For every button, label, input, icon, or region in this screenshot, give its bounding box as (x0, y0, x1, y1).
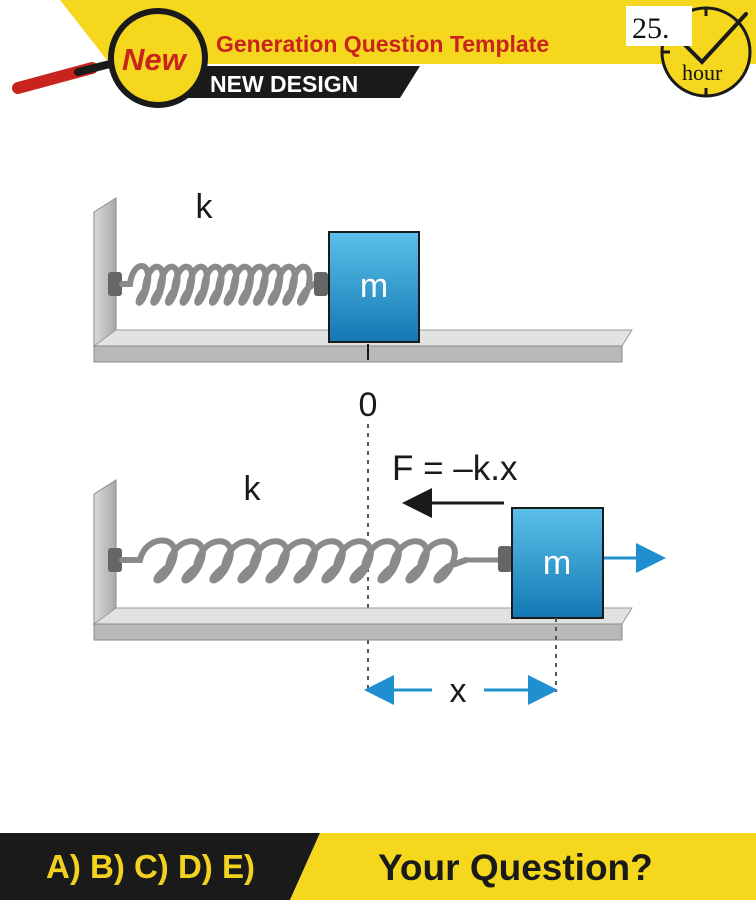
force-equation: F = –k.x (392, 449, 518, 488)
bottom-spring-system: m k (92, 470, 666, 692)
header-yellow-band (60, 0, 756, 64)
clock-number: 25. (632, 12, 670, 45)
clock-number-bg (626, 6, 692, 46)
top-spring-constant: k (196, 188, 214, 226)
header-subtitle: NEW DESIGN (210, 71, 358, 97)
header-banner: Generation Question Template NEW DESIGN (60, 0, 756, 98)
bottom-spring-constant: k (244, 470, 262, 508)
subtitle-band (176, 66, 420, 98)
top-floor-front (93, 345, 623, 363)
top-spring (119, 263, 317, 306)
displacement-indicator: x (364, 672, 558, 710)
bottom-mass-block (511, 507, 604, 619)
question-prompt: Your Question? (378, 847, 653, 888)
header-title: Generation Question Template (216, 31, 549, 57)
footer-options-band (0, 833, 320, 900)
clock-unit: hour (682, 60, 723, 85)
footer-banner: A) B) C) D) E) Your Question? (0, 833, 756, 900)
displacement-label: x (450, 672, 467, 710)
bottom-spring-hook (498, 546, 512, 572)
new-badge: New (122, 42, 188, 77)
bottom-floor-front (93, 623, 623, 641)
bottom-spring-anchor (108, 548, 122, 572)
footer-question-band (290, 833, 756, 900)
top-spring-anchor (108, 272, 122, 296)
origin-label: 0 (359, 386, 378, 424)
answer-options: A) B) C) D) E) (46, 848, 255, 885)
top-spring-system: m k (92, 188, 633, 363)
top-mass-block (328, 231, 420, 343)
bottom-mass-label: m (543, 544, 571, 582)
bottom-spring (119, 537, 469, 584)
magnifier-icon: New (12, 8, 208, 108)
top-mass-label: m (360, 267, 388, 305)
top-spring-hook (314, 272, 328, 296)
